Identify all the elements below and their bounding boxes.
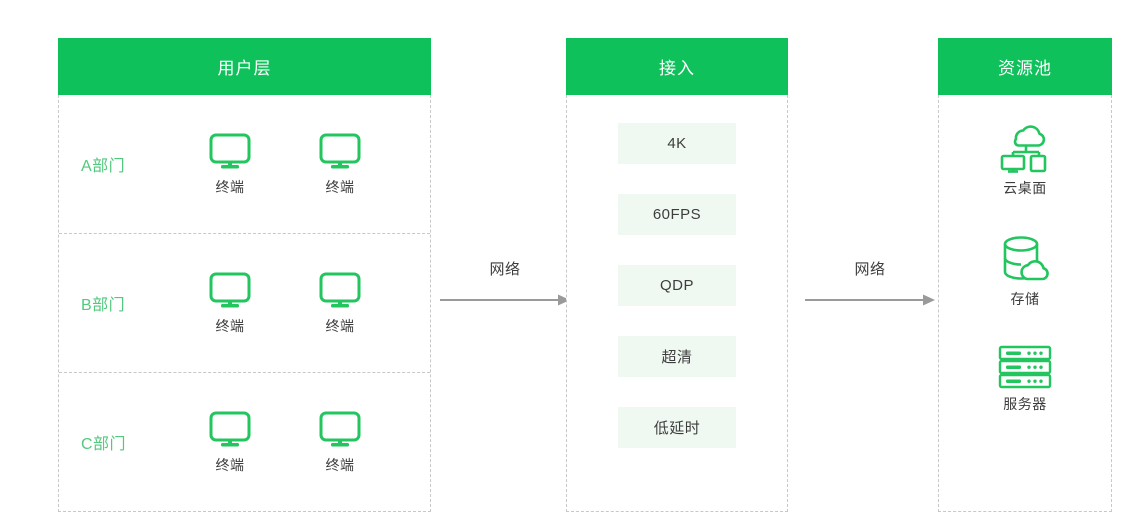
terminal-caption: 终端 xyxy=(325,317,355,334)
terminal-caption: 终端 xyxy=(325,456,355,473)
access-chip: 60FPS xyxy=(618,194,736,235)
resource-item: 云桌面 xyxy=(998,121,1052,198)
terminal-item: 终端 xyxy=(309,132,371,197)
department-label: B部门 xyxy=(81,297,126,314)
monitor-icon xyxy=(209,411,251,446)
access-column: 接入 4K 60FPS QDP 超清 低延时 xyxy=(566,38,788,512)
access-chip: QDP xyxy=(618,265,736,306)
resource-pool-column: 资源池 云桌面 xyxy=(938,38,1112,512)
terminal-group: 终端 终端 xyxy=(199,132,371,197)
terminal-caption: 终端 xyxy=(215,178,245,195)
monitor-icon xyxy=(319,411,361,446)
access-chip: 低延时 xyxy=(618,407,736,448)
connector-label: 网络 xyxy=(854,261,886,278)
terminal-caption: 终端 xyxy=(215,456,245,473)
server-rack-icon xyxy=(998,345,1052,389)
arrow-right-icon xyxy=(805,294,935,306)
resource-caption: 云桌面 xyxy=(1003,180,1047,196)
arrow-right-icon xyxy=(440,294,570,306)
resource-pool-header: 资源池 xyxy=(938,38,1112,95)
terminal-caption: 终端 xyxy=(325,178,355,195)
monitor-icon xyxy=(209,133,251,168)
access-chip: 超清 xyxy=(618,336,736,377)
resource-item: 服务器 xyxy=(998,345,1052,414)
terminal-item: 终端 xyxy=(199,271,261,336)
terminal-item: 终端 xyxy=(309,410,371,475)
access-body: 4K 60FPS QDP 超清 低延时 xyxy=(566,95,788,512)
cloud-desktop-icon xyxy=(1000,125,1047,173)
terminal-group: 终端 终端 xyxy=(199,410,371,475)
department-row: A部门 终端 xyxy=(59,95,430,234)
department-row: C部门 终端 xyxy=(59,373,430,511)
user-layer-body: A部门 终端 xyxy=(58,95,431,512)
access-header: 接入 xyxy=(566,38,788,95)
terminal-caption: 终端 xyxy=(215,317,245,334)
network-connector-1: 网络 xyxy=(440,258,570,338)
network-connector-2: 网络 xyxy=(805,258,935,338)
resource-caption: 存储 xyxy=(1010,291,1040,307)
resource-item: 存储 xyxy=(998,234,1052,309)
monitor-icon xyxy=(319,272,361,307)
user-layer-header: 用户层 xyxy=(58,38,431,95)
department-label: C部门 xyxy=(81,436,127,453)
terminal-item: 终端 xyxy=(199,410,261,475)
department-row: B部门 终端 xyxy=(59,234,430,373)
terminal-group: 终端 终端 xyxy=(199,271,371,336)
monitor-icon xyxy=(319,133,361,168)
terminal-item: 终端 xyxy=(199,132,261,197)
cloud-storage-icon xyxy=(1003,236,1049,281)
connector-label: 网络 xyxy=(489,261,521,278)
resource-caption: 服务器 xyxy=(1003,396,1047,412)
terminal-item: 终端 xyxy=(309,271,371,336)
access-chip: 4K xyxy=(618,123,736,164)
user-layer-column: 用户层 A部门 终端 xyxy=(58,38,431,512)
department-label: A部门 xyxy=(81,158,126,175)
monitor-icon xyxy=(209,272,251,307)
resource-pool-body: 云桌面 存储 xyxy=(938,95,1112,512)
